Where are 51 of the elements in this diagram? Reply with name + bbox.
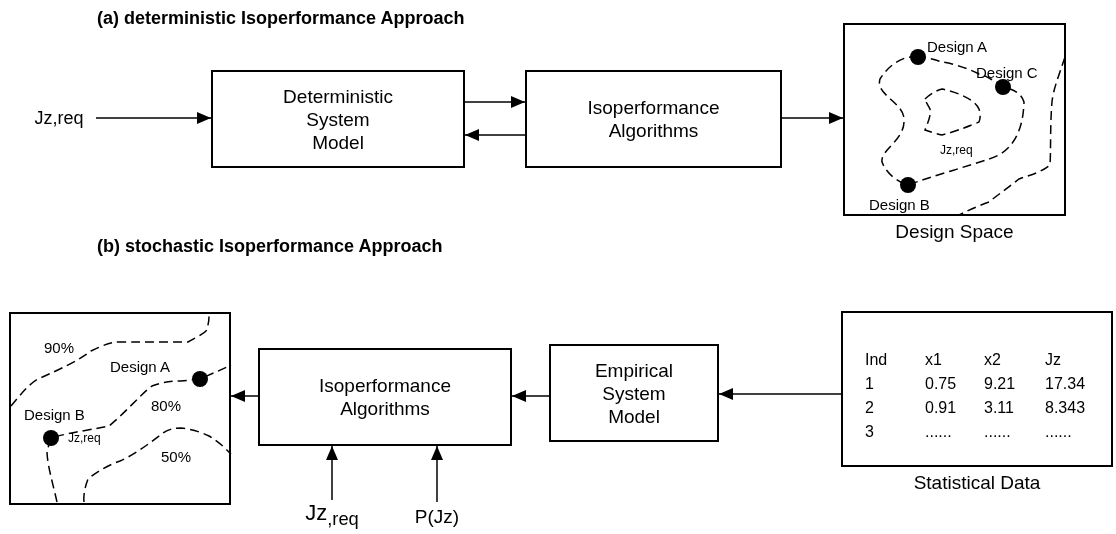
arrow bbox=[511, 390, 550, 402]
plot-label: 80% bbox=[151, 398, 182, 415]
input-text: Jz,req bbox=[34, 106, 84, 130]
panel-caption: Statistical Data bbox=[913, 473, 1041, 494]
section-heading: (a) deterministic Isoperformance Approach bbox=[97, 9, 465, 29]
process-box bbox=[258, 348, 512, 446]
section-heading: (b) stochastic Isoperformance Approach bbox=[97, 237, 443, 257]
panel-caption: Design Space bbox=[895, 222, 1014, 243]
plot-label: 90% bbox=[44, 340, 75, 357]
table-cell: 8.343 bbox=[1045, 399, 1086, 417]
plot-label: Design B bbox=[24, 407, 85, 424]
node-text: Deterministic System Model bbox=[282, 84, 394, 154]
node-text: Isoperformance Algorithms bbox=[318, 374, 452, 420]
process-box bbox=[525, 70, 782, 168]
process-box bbox=[549, 344, 719, 442]
table-cell: 9.21 bbox=[984, 375, 1016, 393]
plot-label: Design B bbox=[869, 197, 930, 214]
arrow bbox=[230, 390, 259, 402]
table-cell: Ind bbox=[865, 351, 888, 369]
arrow bbox=[781, 112, 844, 124]
arrow bbox=[431, 445, 443, 503]
node-text: Isoperformance Algorithms bbox=[586, 96, 721, 142]
table-cell: 3 bbox=[865, 423, 874, 441]
table-cell: ...... bbox=[925, 423, 952, 441]
contour-label: Jz,req bbox=[940, 144, 973, 158]
plot-label: Design C bbox=[976, 65, 1038, 82]
arrow bbox=[464, 96, 526, 108]
design-space-plot bbox=[9, 312, 231, 505]
arrow bbox=[326, 445, 338, 501]
arrow bbox=[95, 112, 212, 124]
table-cell: 0.91 bbox=[925, 399, 957, 417]
table-cell: 17.34 bbox=[1045, 375, 1086, 393]
table-cell: ...... bbox=[984, 423, 1011, 441]
input-text: P(Jz) bbox=[414, 504, 460, 528]
arrow bbox=[718, 388, 842, 400]
table-cell: 3.11 bbox=[984, 399, 1014, 417]
table-cell: 1 bbox=[865, 375, 874, 393]
input-text: Jz$_{,req}$ bbox=[305, 501, 359, 531]
plot-label: Design A bbox=[927, 39, 988, 56]
table-cell: x2 bbox=[984, 351, 1001, 369]
plot-label: 50% bbox=[161, 449, 192, 466]
table-cell: ...... bbox=[1045, 423, 1072, 441]
node-text: Empirical System Model bbox=[593, 358, 675, 428]
table-cell: 2 bbox=[865, 399, 874, 417]
table-cell: 0.75 bbox=[925, 375, 957, 393]
process-box bbox=[211, 70, 465, 168]
arrow bbox=[464, 129, 526, 141]
table-cell: Jz bbox=[1045, 351, 1061, 369]
table-cell: x1 bbox=[925, 351, 942, 369]
contour-label: Jz,req bbox=[68, 432, 101, 446]
plot-label: Design A bbox=[110, 359, 171, 376]
